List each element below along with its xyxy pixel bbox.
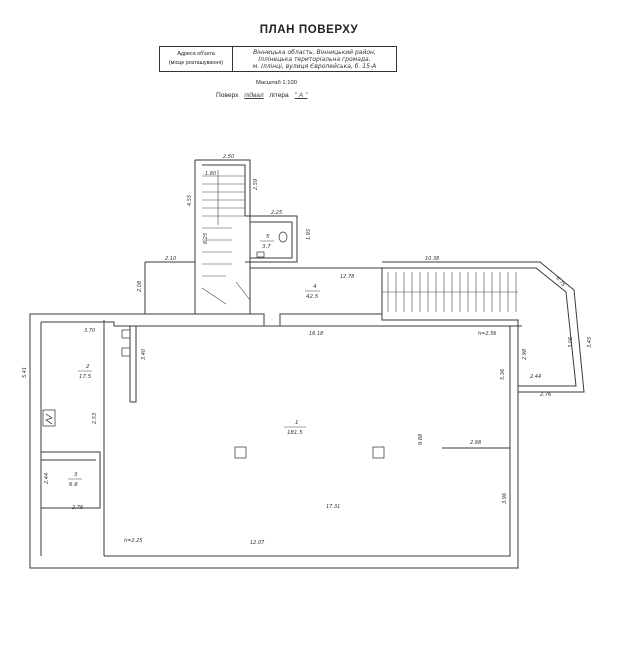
page-title: ПЛАН ПОВЕРХУ <box>259 24 359 36</box>
dim-340: 3.40 <box>141 349 147 360</box>
scale-label: Масштаб 1:100 <box>256 80 297 86</box>
address-line-1: Вінницька область, Вінницький район, <box>253 48 376 56</box>
room-2-partition <box>40 322 137 556</box>
main-inner-wall <box>41 321 522 327</box>
litera-value: " А " <box>294 92 308 99</box>
dim-1618: 16.18 <box>309 331 323 337</box>
dim-455: 4.55 <box>187 195 193 206</box>
room-1-number: 1 <box>295 420 299 426</box>
room-3-wall <box>41 451 101 509</box>
dim-306: 3.06 <box>568 337 574 348</box>
dim-298a: 2.98 <box>522 349 528 360</box>
dim-1207: 12.07 <box>250 540 265 546</box>
address-line-3: м. Іллінці, вулиця Європейська, б. 15-А <box>252 62 377 70</box>
room-3-number: 3 <box>74 472 78 478</box>
floor-label: Поверх <box>216 92 239 99</box>
dim-625: 6.25 <box>203 233 209 244</box>
address-value-cell: Вінницька область, Вінницький район, Ілл… <box>233 47 396 71</box>
electric-panel-bolt <box>45 413 53 425</box>
stair-shaft-wall <box>194 159 251 314</box>
address-label: Адреса об'єкта <box>177 51 215 57</box>
column-2 <box>372 446 385 459</box>
room-2-number: 2 <box>86 364 90 370</box>
dim-276b: 2.76 <box>72 505 83 511</box>
address-table: Адреса об'єкта (місце розташування) Вінн… <box>159 46 397 72</box>
dim-h256: h=2.56 <box>478 331 497 337</box>
room-5-area: 3.7 <box>262 244 271 250</box>
room-1-area: 181.5 <box>287 430 303 436</box>
column-4 <box>121 329 131 339</box>
dim-298b: 2.98 <box>470 440 481 446</box>
dim-210: 2.10 <box>165 256 176 262</box>
litera-label: літера <box>269 92 289 99</box>
dim-276a: 2.76 <box>540 392 551 398</box>
floor-line: Поверх підвал літера " А " <box>216 92 311 99</box>
dim-225a: 2.25 <box>271 210 282 216</box>
main-outer-wall <box>29 313 519 569</box>
address-label-cell: Адреса об'єкта (місце розташування) <box>160 47 233 71</box>
dim-345: 3.45 <box>587 337 593 348</box>
dim-h225: h=2.25 <box>124 538 143 544</box>
address-line-2: Іллінецька територіальна громада, <box>258 55 371 63</box>
dim-195: 1.95 <box>306 229 312 240</box>
room-2-area: 17.5 <box>79 374 92 380</box>
room-5-number: 5 <box>266 234 270 240</box>
dim-1278: 12.78 <box>340 274 354 280</box>
room-5-wall <box>245 215 298 263</box>
dim-675: 6.75 <box>554 276 566 288</box>
main-inner-wall-bottom <box>104 447 511 557</box>
dim-541: 5.41 <box>22 367 28 378</box>
dim-180: 1.80 <box>205 171 216 177</box>
dim-370: 3.70 <box>84 328 95 334</box>
room-4-area: 42.5 <box>306 294 319 300</box>
room-4-wall <box>144 261 383 314</box>
column-1 <box>234 446 247 459</box>
room-3-area: 6.6 <box>69 482 78 488</box>
room-4-number: 4 <box>313 284 317 290</box>
dim-1038: 10.38 <box>425 256 439 262</box>
dim-253: 2.53 <box>92 413 98 424</box>
right-wing-wall <box>382 261 585 393</box>
toilet-fixture <box>278 231 288 243</box>
dim-988: 9.88 <box>418 434 424 445</box>
dim-1731: 17.31 <box>326 504 340 510</box>
right-stairs <box>382 272 518 312</box>
dim-259: 2.59 <box>253 179 259 190</box>
dim-208: 2.08 <box>137 281 143 292</box>
dim-244b: 2.44 <box>44 473 50 484</box>
dim-244a: 2.44 <box>530 374 541 380</box>
dim-250: 2.50 <box>223 154 234 160</box>
floor-value: підвал <box>244 92 264 99</box>
electric-panel <box>42 409 56 427</box>
dim-396: 3.96 <box>502 493 508 504</box>
left-stairs <box>201 170 251 305</box>
column-3 <box>121 347 131 357</box>
dim-536: 5.36 <box>500 369 506 380</box>
sink-fixture <box>256 251 265 258</box>
address-label-note: (місце розташування) <box>168 60 224 66</box>
